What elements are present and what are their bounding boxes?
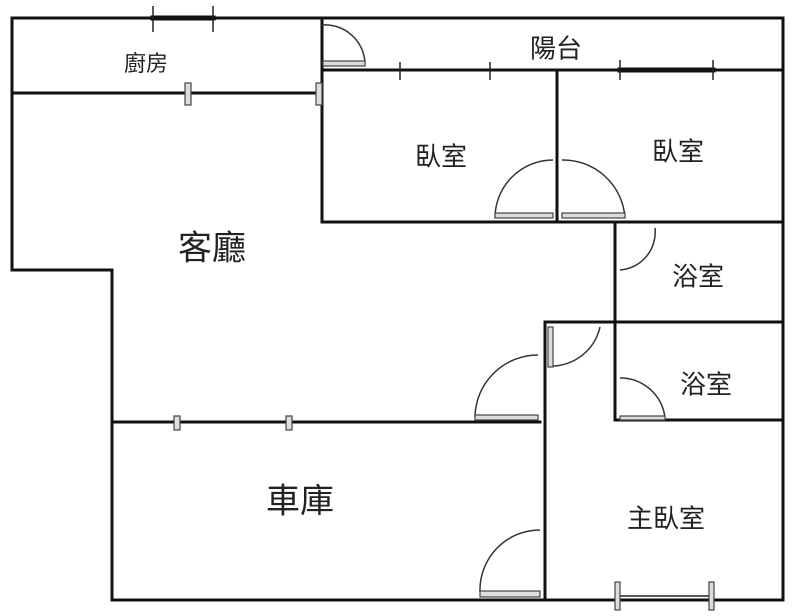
room-label-bedroom-2: 臥室	[651, 137, 705, 168]
doors	[321, 24, 666, 598]
walls	[10, 16, 785, 602]
room-label-garage: 車庫	[266, 481, 334, 522]
room-label-master-bedroom: 主臥室	[626, 504, 706, 535]
room-label-balcony: 陽台	[529, 34, 583, 65]
room-label-living-room: 客廳	[178, 228, 246, 269]
room-label-kitchen: 廚房	[123, 52, 169, 77]
room-label-bathroom-2: 浴室	[679, 370, 733, 401]
room-label-bathroom-1: 浴室	[671, 262, 725, 293]
windows	[150, 6, 716, 611]
room-label-bedroom-1: 臥室	[414, 142, 468, 173]
